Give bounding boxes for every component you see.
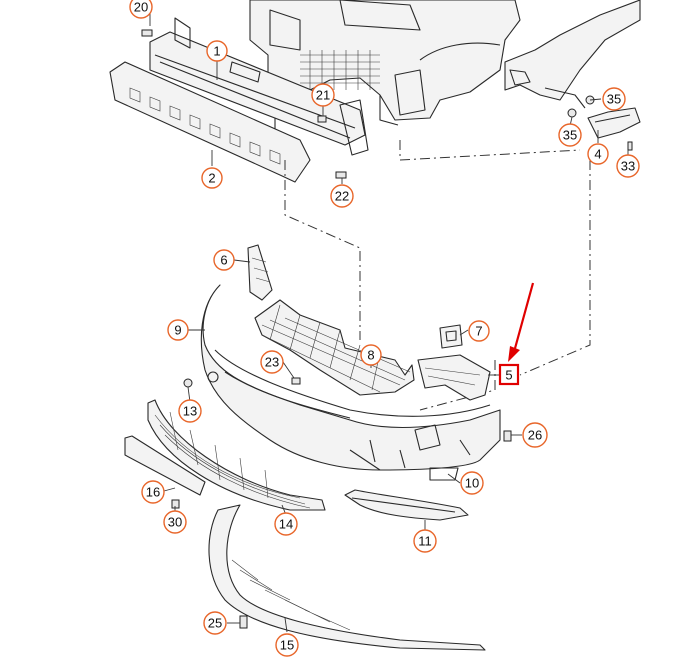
svg-text:16: 16: [146, 485, 160, 500]
alignment-lines: [284, 140, 591, 411]
callout-23: 23: [260, 350, 284, 374]
callout-25: 25: [203, 611, 227, 635]
callout-9: 9: [167, 319, 189, 341]
svg-text:13: 13: [183, 404, 197, 419]
svg-text:35: 35: [607, 92, 621, 107]
side-guide-bracket: [567, 95, 641, 151]
svg-text:23: 23: [265, 355, 279, 370]
callout-14: 14: [274, 512, 298, 536]
callout-10: 10: [460, 471, 484, 495]
svg-text:4: 4: [594, 147, 601, 162]
svg-text:5: 5: [505, 368, 512, 383]
bracket-7: [439, 324, 463, 349]
bolt-21: [317, 115, 327, 123]
callout-35-top: 35: [602, 87, 626, 111]
bolt-20: [141, 29, 153, 37]
callout-16: 16: [141, 480, 165, 504]
svg-text:20: 20: [134, 0, 148, 15]
svg-text:33: 33: [621, 159, 635, 174]
screw-23: [291, 377, 301, 385]
lower-grille: [147, 399, 326, 511]
svg-text:30: 30: [168, 515, 182, 530]
front-spoiler: [208, 504, 486, 651]
svg-text:7: 7: [475, 324, 482, 339]
svg-text:14: 14: [279, 517, 293, 532]
side-bracket-5: [417, 354, 491, 401]
callout-8: 8: [360, 344, 382, 366]
license-plate-bracket: [124, 435, 206, 496]
callout-5-highlight: 5: [498, 363, 520, 386]
screw-26: [503, 430, 512, 442]
svg-text:11: 11: [418, 534, 432, 549]
svg-text:25: 25: [208, 616, 222, 631]
svg-text:35: 35: [563, 128, 577, 143]
callout-26: 26: [522, 422, 548, 448]
clip-13: [183, 378, 193, 388]
callout-20: 20: [129, 0, 153, 19]
svg-text:2: 2: [208, 171, 215, 186]
impact-absorber: [109, 61, 311, 183]
callout-21: 21: [311, 83, 335, 107]
bumper-cover: [200, 284, 501, 481]
svg-text:21: 21: [316, 88, 330, 103]
callout-30: 30: [163, 510, 187, 534]
screw-25: [239, 615, 248, 629]
callout-11: 11: [413, 529, 437, 553]
bolt-22: [335, 171, 347, 179]
callout-2: 2: [201, 167, 223, 189]
callout-7: 7: [468, 320, 490, 342]
svg-text:1: 1: [213, 44, 220, 59]
fog-lamp-trim: [344, 489, 469, 521]
svg-text:26: 26: [528, 428, 542, 443]
callout-4: 4: [587, 143, 609, 165]
callout-15: 15: [275, 633, 299, 657]
svg-text:10: 10: [465, 476, 479, 491]
svg-text:9: 9: [174, 323, 181, 338]
grille-insert-6: [247, 244, 273, 301]
callout-33: 33: [616, 154, 640, 178]
callout-35-left: 35: [558, 123, 582, 147]
svg-text:22: 22: [335, 189, 349, 204]
fender-bracket: [504, 0, 641, 109]
callout-1: 1: [206, 40, 228, 62]
callout-13: 13: [178, 399, 202, 423]
callout-6: 6: [213, 249, 235, 271]
red-pointer-arrow: [508, 282, 535, 362]
svg-text:6: 6: [220, 253, 227, 268]
screw-30: [171, 499, 180, 509]
svg-text:8: 8: [367, 348, 374, 363]
callout-22: 22: [330, 184, 354, 208]
svg-text:15: 15: [280, 638, 294, 653]
upper-grille: [254, 299, 415, 396]
